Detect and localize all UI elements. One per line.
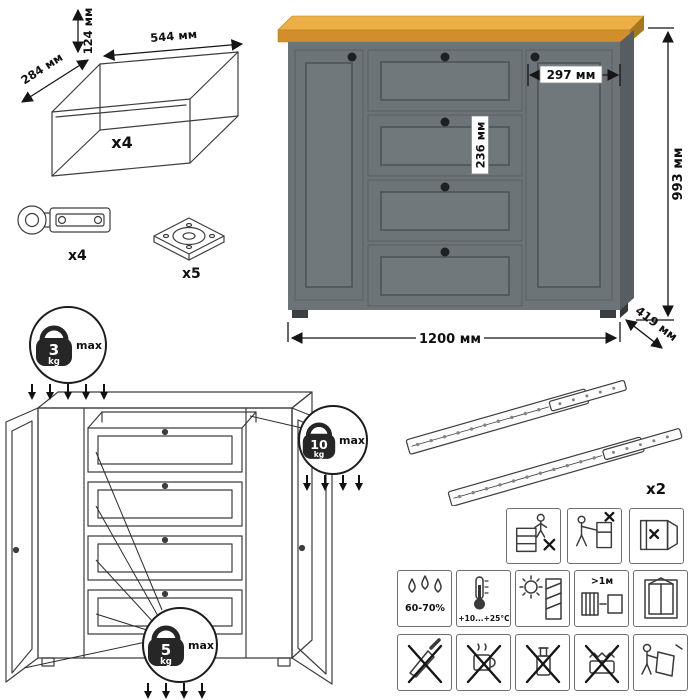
humidity-range-icon: 60-70% <box>397 570 452 627</box>
wireframe-cabinet <box>5 391 333 685</box>
temperature-range-icon: +10...+25°C <box>456 570 511 627</box>
commode-foot-right <box>600 310 616 318</box>
commode-depth-label: 419 мм <box>633 304 680 345</box>
down-arrows-icon <box>144 683 206 699</box>
commode-drawer-2 <box>367 114 523 177</box>
ventilation-icon <box>633 570 688 627</box>
slide-rail-2 <box>447 428 683 506</box>
commode-right-door <box>525 49 613 301</box>
load-limit-top-value: 3 <box>49 341 59 359</box>
drawer-2-knob <box>440 117 450 127</box>
no-climbing-warning-icon <box>506 508 561 564</box>
right-door-knob <box>530 52 540 62</box>
drawer-3-knob <box>440 182 450 192</box>
lift-carefully-icon <box>633 634 688 691</box>
load-limit-upper-drawer-badge: 10 kg max <box>298 405 368 492</box>
humidity-label: 60-70% <box>405 603 445 614</box>
kettlebell-icon: 5 kg <box>148 625 184 667</box>
drawer-box-height-label: 124 мм <box>81 8 95 55</box>
kettlebell-icon: 3 kg <box>36 325 72 367</box>
drawer-height-label-group: 236 мм <box>471 115 489 175</box>
commode-height-label: 993 мм <box>671 148 686 201</box>
drawer-1-knob <box>440 52 450 62</box>
hinge-illustration: x4 <box>17 205 111 264</box>
down-arrows-icon <box>303 475 363 491</box>
commode-drawer-3 <box>367 179 523 242</box>
load-limit-drawers-max: max <box>188 638 214 652</box>
drawer-box-count: x4 <box>111 133 132 152</box>
keep-distance-from-heat-icon: >1м <box>574 570 629 627</box>
load-limit-top-badge: 3 kg max <box>25 306 111 401</box>
open-commode-wireframe <box>5 391 333 685</box>
drawer-box-depth-label: 284 мм <box>18 50 65 87</box>
commode-wood-top-surface <box>277 15 645 31</box>
door-width-label-box <box>539 65 603 84</box>
drawer-box-illustration: 124 мм 544 мм 284 мм x4 <box>18 8 244 177</box>
load-limit-top-unit: kg <box>48 357 60 367</box>
commode-foot-side <box>620 303 628 318</box>
door-width-label: 297 мм <box>547 68 596 82</box>
commode-wood-top-front-edge <box>277 29 631 43</box>
cam-fitting-drawing <box>153 217 225 261</box>
temperature-label: +10...+25°C <box>459 614 509 623</box>
heat-distance-label: >1м <box>590 576 612 587</box>
commode-drawer-4 <box>367 244 523 307</box>
cam-fitting-illustration: x5 <box>153 217 225 282</box>
drawer-box-wireframe <box>51 51 239 177</box>
no-solvents-icon <box>515 634 570 691</box>
drawer-slides-illustration: x2 <box>405 379 683 506</box>
load-limit-upper-value: 10 <box>310 437 328 452</box>
hinge-count: x4 <box>68 248 87 264</box>
two-person-handling-warning-icon <box>567 508 622 564</box>
cam-fitting-count: x5 <box>182 266 201 282</box>
commode-illustration: 993 мм 1200 мм 419 мм 297 мм 236 мм <box>277 15 686 349</box>
no-sharp-tools-icon <box>397 634 452 691</box>
load-limit-upper-unit: kg <box>314 450 325 459</box>
load-limit-upper-max: max <box>339 433 365 447</box>
load-limit-drawers-unit: kg <box>160 657 172 667</box>
load-limit-drawers-badge: 5 kg max <box>140 607 220 700</box>
no-abrasive-cleaning-icon <box>574 634 629 691</box>
drawer-4-knob <box>440 247 450 257</box>
commode-foot-left <box>292 310 308 318</box>
kettlebell-icon: 10 kg <box>302 422 336 459</box>
commode-left-door <box>294 49 364 301</box>
commode-body-side <box>620 30 634 310</box>
down-arrows-icon <box>28 384 108 400</box>
left-door-knob <box>347 52 357 62</box>
drawer-height-label: 236 мм <box>474 122 488 169</box>
door-hazard-warning-icon <box>629 508 684 564</box>
slide-rail-1 <box>405 379 627 455</box>
drawer-box-dimension-arrows <box>21 8 244 103</box>
load-limit-drawers-value: 5 <box>161 641 171 659</box>
load-limit-top-max: max <box>76 338 102 352</box>
drawer-box-width-label: 544 мм <box>150 27 198 45</box>
commode-width-label: 1200 мм <box>419 332 481 347</box>
slides-count: x2 <box>646 480 666 498</box>
avoid-direct-sunlight-icon <box>515 570 570 627</box>
load-pointer-lines <box>23 415 303 669</box>
commode-drawer-1 <box>367 49 523 112</box>
no-hot-objects-icon <box>456 634 511 691</box>
hinge-drawing <box>17 205 111 235</box>
